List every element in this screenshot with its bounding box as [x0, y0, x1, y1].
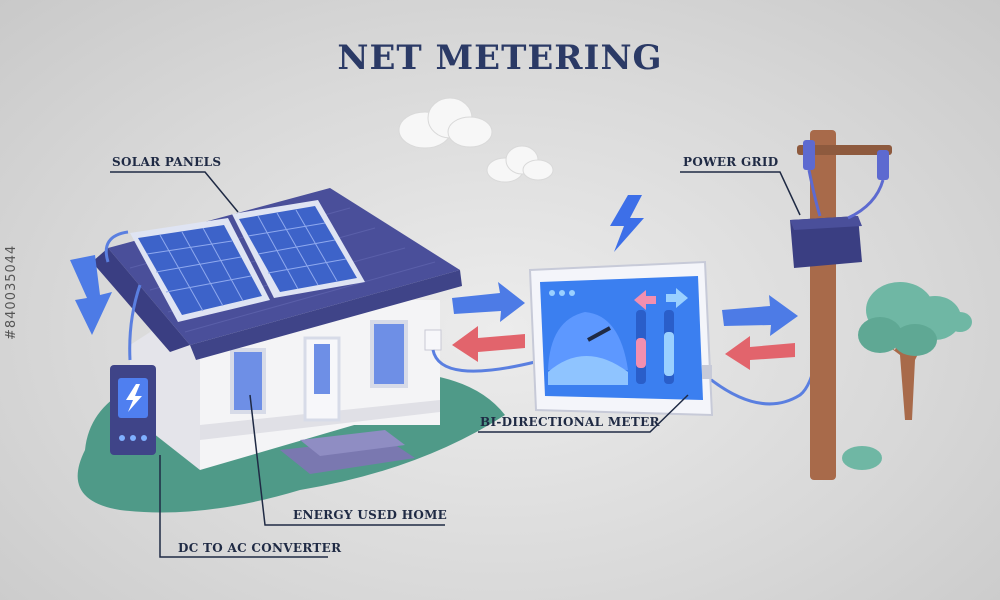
tree	[858, 282, 972, 420]
cable	[128, 284, 142, 361]
left-arrow-icon	[634, 290, 656, 310]
bush	[842, 446, 882, 470]
insulator-icon	[803, 140, 889, 180]
right-arrow-icon	[452, 282, 525, 322]
leader-line	[110, 171, 239, 213]
label-dc-to-ac-converter: DC TO AC CONVERTER	[178, 541, 342, 555]
cloud-icon	[486, 145, 554, 183]
leader-line	[680, 171, 801, 216]
leader-line	[249, 394, 445, 526]
window	[230, 348, 266, 414]
left-arrow-icon	[725, 336, 795, 370]
window	[370, 320, 408, 388]
label-solar-panels: SOLAR PANELS	[112, 155, 222, 169]
leader-line	[478, 394, 689, 433]
label-power-grid: POWER GRID	[683, 155, 779, 169]
solar-panel-icon	[130, 218, 270, 322]
right-arrow-icon	[666, 288, 688, 308]
right-arrow-icon	[722, 295, 798, 336]
solar-panel-icon	[232, 200, 365, 298]
left-arrow-icon	[452, 326, 525, 362]
lightning-icon	[610, 195, 644, 252]
leader-line	[159, 455, 328, 558]
label-energy-used-home: ENERGY USED HOME	[293, 508, 448, 522]
stock-id-watermark: #840035044	[4, 244, 19, 340]
bi-directional-meter	[528, 260, 714, 417]
gauge	[548, 312, 628, 370]
dc-ac-converter	[110, 365, 156, 455]
power-pole	[790, 130, 892, 480]
cloud-icon	[398, 97, 493, 149]
outlet-box	[424, 329, 442, 351]
cable	[431, 349, 536, 373]
page-title: NET METERING	[337, 38, 663, 78]
door-window	[314, 344, 330, 394]
label-bi-directional-meter: BI-DIRECTIONAL METER	[480, 415, 660, 429]
cable	[104, 230, 129, 263]
down-arrow-icon	[70, 255, 112, 335]
lightning-icon	[126, 384, 142, 412]
